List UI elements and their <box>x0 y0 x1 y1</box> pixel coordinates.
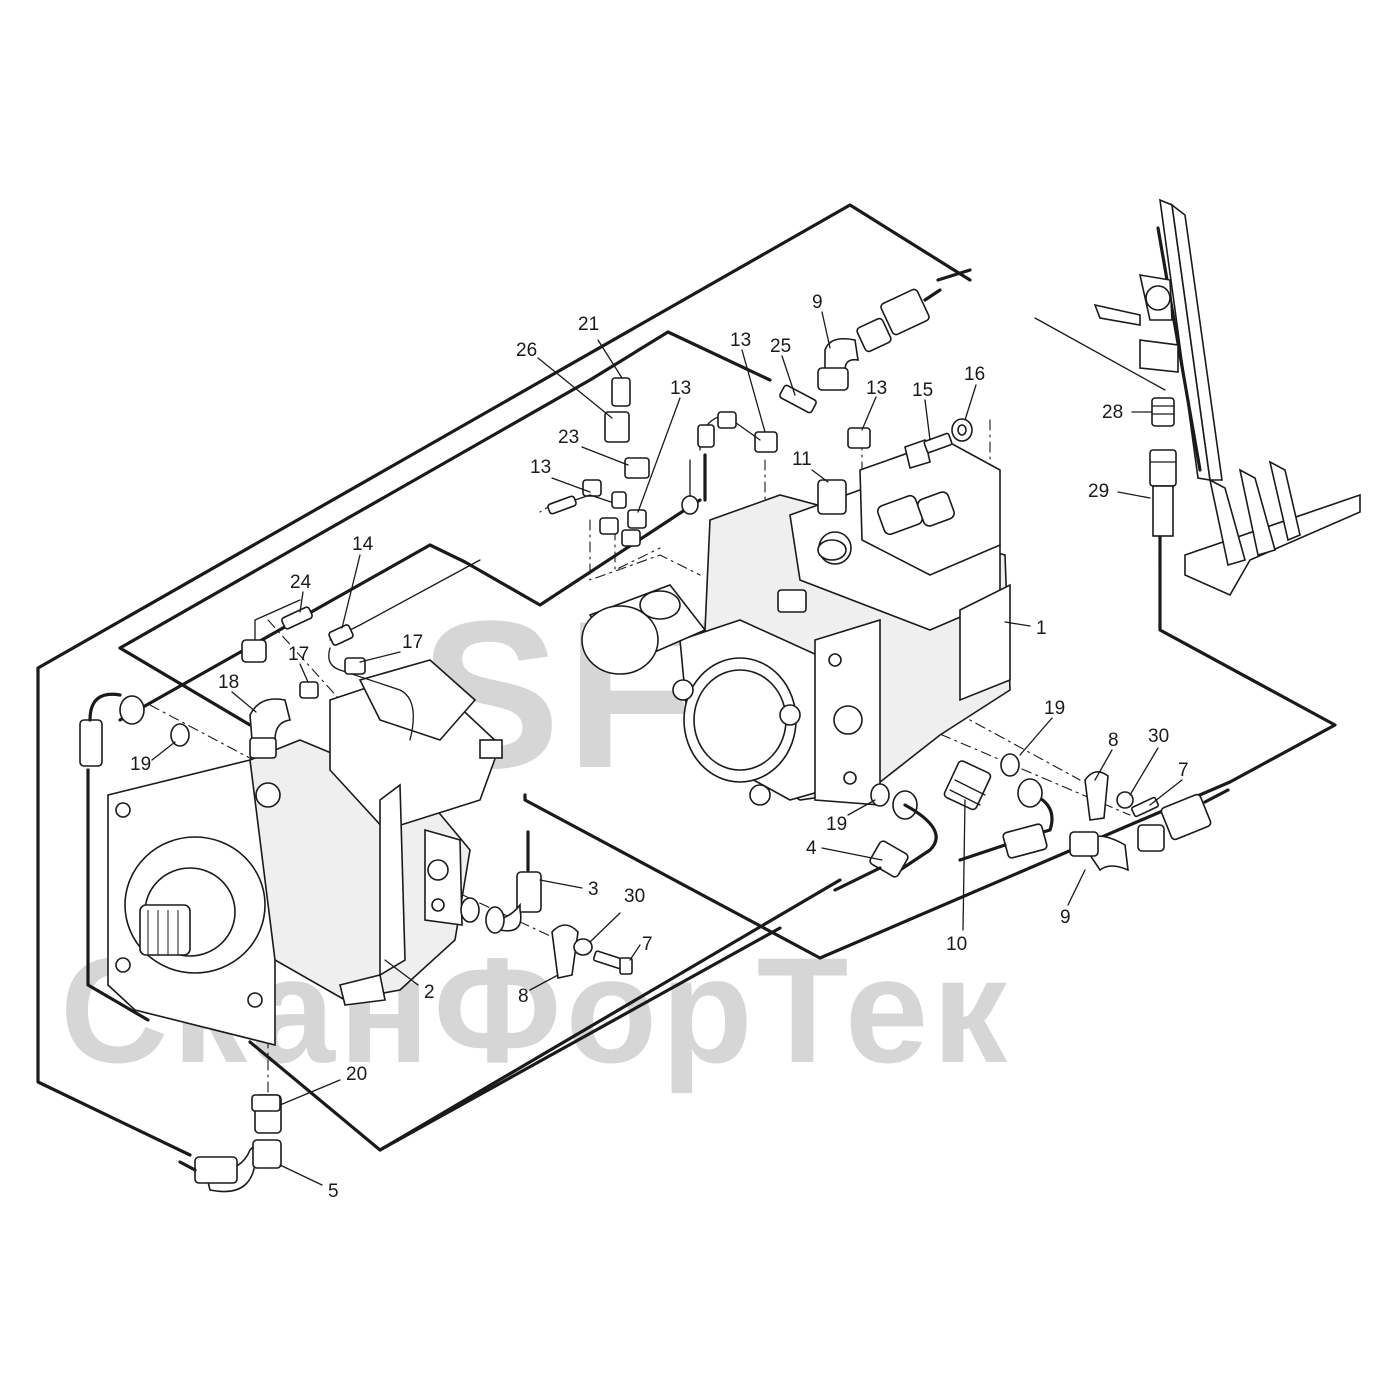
callout-7-lower: 7 <box>642 934 653 955</box>
washer-30-right <box>1116 791 1134 809</box>
callout-17-a: 17 <box>288 644 309 665</box>
callout-13-a: 13 <box>530 457 551 478</box>
callout-13-b: 13 <box>670 378 691 399</box>
callout-8-right: 8 <box>1108 730 1119 751</box>
hose-route-a <box>936 268 972 282</box>
bolt-15 <box>904 432 953 470</box>
callout-16: 16 <box>964 364 985 385</box>
hose-route-right-b <box>1158 558 1337 784</box>
callout-19-right: 19 <box>1044 698 1065 719</box>
hose-routing-lines <box>36 203 1337 1157</box>
fittings-13 <box>582 427 871 547</box>
callout-20: 20 <box>346 1064 367 1085</box>
washer-30-lower <box>573 938 593 956</box>
callout-15: 15 <box>912 380 933 401</box>
callout-26: 26 <box>516 340 537 361</box>
pipe-14 <box>328 559 481 741</box>
callout-24: 24 <box>290 572 312 593</box>
callout-1: 1 <box>1036 618 1047 639</box>
leader-lines <box>151 311 1183 1186</box>
fitting-21 <box>611 377 631 407</box>
oring-19-lower <box>460 753 1020 923</box>
callout-8-lower: 8 <box>518 986 529 1007</box>
callout-18: 18 <box>218 672 239 693</box>
hose-route-outer <box>36 203 972 1157</box>
fitting-10 <box>943 760 992 811</box>
hose-end-29 <box>1149 449 1177 537</box>
callout-21: 21 <box>578 314 599 335</box>
hydraulic-pump-1 <box>581 439 1011 806</box>
hose-3 <box>485 871 542 934</box>
callout-14: 14 <box>352 534 374 555</box>
bolt-7-lower <box>592 950 633 975</box>
callout-5: 5 <box>328 1181 339 1202</box>
callout-labels: 21 26 23 13 13 13 13 25 9 11 15 16 28 29… <box>130 292 1189 1202</box>
fitting-17 <box>299 657 366 699</box>
fitting-25 <box>779 384 817 414</box>
hose-10-body <box>958 778 1054 862</box>
hose-4 <box>833 790 938 892</box>
elbow-18 <box>241 599 301 759</box>
callout-4: 4 <box>806 838 817 859</box>
callout-25: 25 <box>770 336 791 357</box>
machine-frame-bracket <box>1034 198 1361 597</box>
callout-19-left: 19 <box>130 754 151 775</box>
fitting-23 <box>611 457 650 509</box>
callout-7-right: 7 <box>1178 760 1189 781</box>
callout-9-lower: 9 <box>1060 907 1071 928</box>
callout-28: 28 <box>1102 402 1123 423</box>
callout-23: 23 <box>558 427 579 448</box>
hose-route-pump-bottom <box>86 966 150 1022</box>
callout-30-right: 30 <box>1148 726 1169 747</box>
clamp-8-right <box>1084 771 1109 821</box>
callout-3: 3 <box>588 879 599 900</box>
hydraulic-motor-2 <box>107 659 503 1047</box>
hose-9-lower <box>1069 788 1230 872</box>
fitting-20 <box>251 1094 281 1112</box>
hose-route-right-a <box>523 780 1232 960</box>
callout-11: 11 <box>792 449 812 470</box>
callout-9-upper: 9 <box>812 292 823 313</box>
hose-route-mid <box>428 498 702 607</box>
callout-19-center: 19 <box>826 814 847 835</box>
callout-29: 29 <box>1088 481 1109 502</box>
hose-route-left <box>118 543 432 722</box>
callout-13-d: 13 <box>866 378 887 399</box>
bolt-7-right <box>1130 796 1160 818</box>
callout-10: 10 <box>946 934 967 955</box>
fitting-24 <box>281 606 313 630</box>
hose-19-left <box>79 692 190 767</box>
hose-route-inner <box>118 330 670 727</box>
hose-route-lower-mid <box>378 878 842 1152</box>
callout-17-b: 17 <box>402 632 423 653</box>
hose-pipe-center <box>547 411 761 515</box>
fitting-11 <box>817 479 847 561</box>
fitting-26 <box>604 411 630 443</box>
callout-13-c: 13 <box>730 330 751 351</box>
washer-16 <box>951 418 973 442</box>
clamp-8-lower <box>551 924 579 979</box>
hose-9-upper <box>817 288 942 391</box>
hose-route-top-right <box>666 330 772 382</box>
callout-30-lower: 30 <box>624 886 645 907</box>
fitting-28 <box>1151 397 1175 427</box>
callout-2: 2 <box>424 982 435 1003</box>
